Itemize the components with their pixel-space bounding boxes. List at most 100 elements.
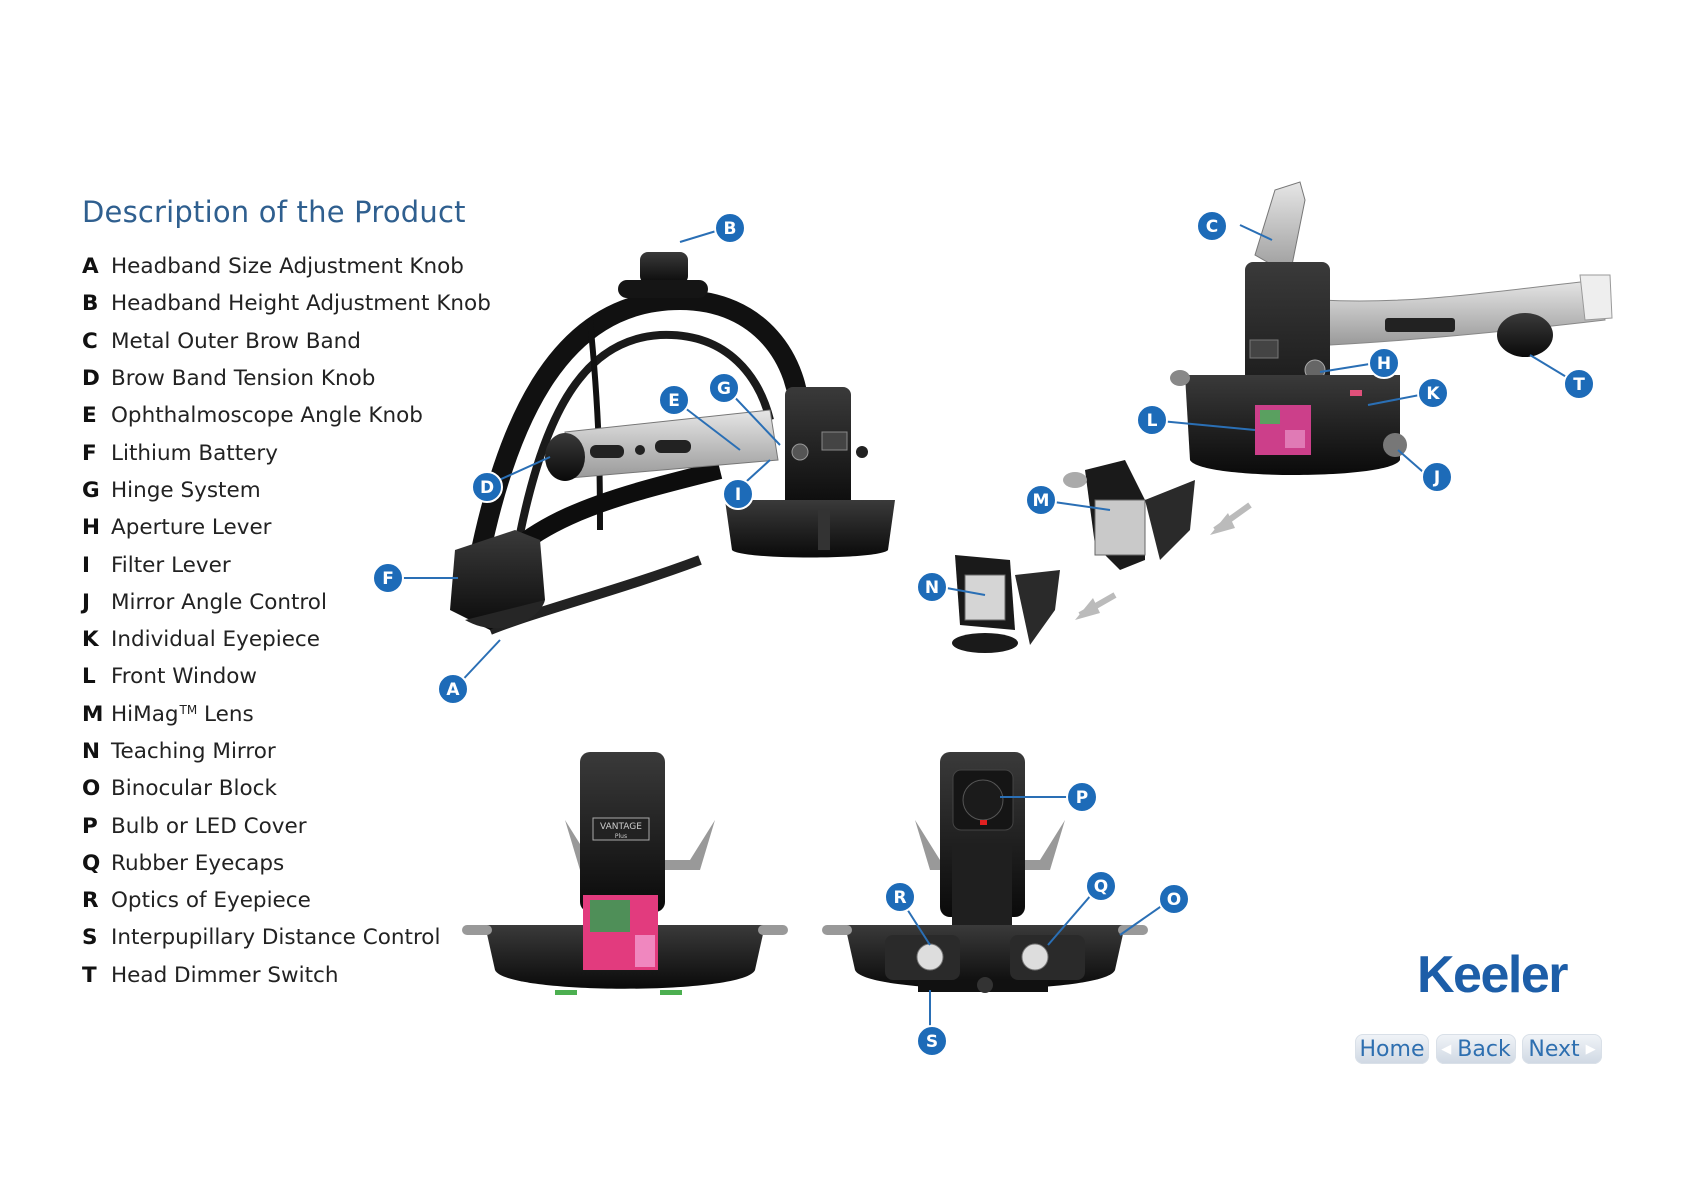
callout-k: K bbox=[1417, 377, 1449, 409]
part-letter: R bbox=[82, 888, 99, 914]
arrow-right-icon: ▶ bbox=[1585, 1041, 1596, 1057]
callout-k-letter: K bbox=[1426, 384, 1440, 404]
list-item: J Mirror Angle Control bbox=[82, 584, 491, 621]
part-letter: F bbox=[82, 440, 97, 466]
list-item: H Aperture Lever bbox=[82, 509, 491, 546]
list-item: N Teaching Mirror bbox=[82, 733, 491, 770]
callout-h-letter: H bbox=[1377, 354, 1391, 374]
home-button[interactable]: Home bbox=[1355, 1034, 1429, 1064]
part-letter: T bbox=[82, 962, 97, 988]
part-label: Ophthalmoscope Angle Knob bbox=[111, 403, 423, 429]
part-label: Hinge System bbox=[111, 477, 261, 503]
part-label: Aperture Lever bbox=[111, 515, 272, 541]
callout-j-letter: J bbox=[1433, 468, 1440, 488]
part-letter: P bbox=[82, 813, 98, 839]
callout-q: Q bbox=[1085, 870, 1117, 902]
callout-a-letter: A bbox=[446, 680, 460, 700]
callout-d: D bbox=[471, 471, 503, 503]
back-view-illustration bbox=[822, 752, 1148, 993]
part-letter: H bbox=[82, 515, 100, 541]
page-title: Description of the Product bbox=[82, 195, 466, 229]
callout-i-letter: I bbox=[735, 485, 741, 505]
part-letter: O bbox=[82, 776, 101, 802]
callout-f-letter: F bbox=[382, 569, 394, 589]
list-item: B Headband Height Adjustment Knob bbox=[82, 285, 491, 322]
callout-i: I bbox=[722, 478, 754, 510]
callout-l: L bbox=[1136, 404, 1168, 436]
list-item: S Interpupillary Distance Control bbox=[82, 919, 491, 956]
part-letter: N bbox=[82, 739, 100, 764]
arrow-left-icon: ◀ bbox=[1441, 1041, 1452, 1057]
callout-t-letter: T bbox=[1573, 375, 1585, 395]
part-label: Rubber Eyecaps bbox=[111, 850, 285, 876]
part-label: Brow Band Tension Knob bbox=[111, 366, 376, 392]
callout-q-letter: Q bbox=[1094, 877, 1108, 897]
part-label: Front Window bbox=[111, 664, 257, 690]
callout-t: T bbox=[1563, 368, 1595, 400]
callout-m: M bbox=[1025, 484, 1057, 516]
list-item: Q Rubber Eyecaps bbox=[82, 845, 491, 882]
part-letter: K bbox=[82, 627, 99, 653]
callout-g-letter: G bbox=[717, 379, 731, 399]
callout-o-letter: O bbox=[1167, 890, 1181, 910]
list-item: G Hinge System bbox=[82, 472, 491, 509]
callout-f: F bbox=[372, 562, 404, 594]
callout-p-letter: P bbox=[1076, 788, 1088, 808]
callout-a: A bbox=[437, 673, 469, 705]
part-letter: A bbox=[82, 254, 99, 280]
next-button-label: Next bbox=[1528, 1036, 1580, 1062]
part-letter: D bbox=[82, 366, 100, 392]
part-label: Lithium Battery bbox=[111, 440, 278, 466]
part-label: Teaching Mirror bbox=[111, 739, 276, 764]
part-label: Interpupillary Distance Control bbox=[111, 925, 441, 951]
callout-n-letter: N bbox=[925, 578, 939, 598]
next-button[interactable]: Next ▶ bbox=[1522, 1034, 1602, 1064]
part-label: HiMag bbox=[111, 701, 179, 727]
part-letter: G bbox=[82, 477, 100, 503]
callout-b-letter: B bbox=[724, 219, 737, 239]
callout-c-letter: C bbox=[1206, 217, 1218, 237]
back-button[interactable]: ◀ Back bbox=[1436, 1034, 1516, 1064]
callout-e-letter: E bbox=[668, 391, 680, 411]
part-label: Mirror Angle Control bbox=[111, 589, 327, 615]
part-letter: S bbox=[82, 925, 98, 951]
part-label: Individual Eyepiece bbox=[111, 627, 320, 653]
trademark-sup: TM bbox=[179, 703, 198, 718]
list-item: K Individual Eyepiece bbox=[82, 621, 491, 658]
part-letter: M bbox=[82, 701, 104, 727]
callout-s-letter: S bbox=[926, 1032, 938, 1052]
back-button-label: Back bbox=[1457, 1036, 1511, 1062]
vantage-plate-subtext: Plus bbox=[615, 833, 627, 840]
callout-n: N bbox=[916, 571, 948, 603]
home-button-label: Home bbox=[1359, 1036, 1425, 1062]
list-item: L Front Window bbox=[82, 658, 491, 695]
exploded-view-illustration bbox=[952, 181, 1613, 653]
callout-h: H bbox=[1368, 347, 1400, 379]
callout-g: G bbox=[708, 372, 740, 404]
part-label-suffix: Lens bbox=[197, 701, 254, 727]
callout-d-letter: D bbox=[480, 478, 494, 498]
part-letter: J bbox=[82, 589, 90, 615]
part-letter: L bbox=[82, 664, 96, 690]
list-item: I Filter Lever bbox=[82, 546, 491, 583]
brand-logo: Keeler bbox=[1417, 946, 1569, 1004]
callout-r-letter: R bbox=[893, 888, 906, 908]
vantage-plate-text: VANTAGE bbox=[600, 822, 642, 832]
part-letter: I bbox=[82, 552, 90, 578]
part-label: Filter Lever bbox=[111, 552, 231, 578]
part-label: Headband Height Adjustment Knob bbox=[111, 291, 491, 317]
callout-e: E bbox=[658, 384, 690, 416]
callout-j: J bbox=[1421, 461, 1453, 493]
list-item: F Lithium Battery bbox=[82, 434, 491, 471]
callout-o: O bbox=[1158, 883, 1190, 915]
part-letter: B bbox=[82, 291, 99, 317]
part-letter: Q bbox=[82, 850, 101, 876]
